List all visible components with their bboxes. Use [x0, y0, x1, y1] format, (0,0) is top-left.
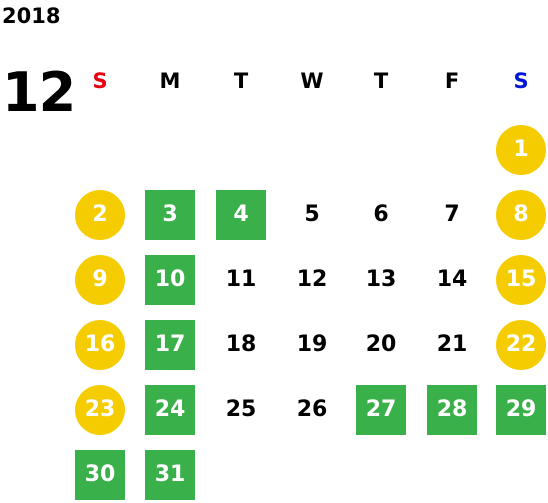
weekday-label-2: T — [233, 69, 249, 93]
calendar-day[interactable]: 28 — [427, 385, 477, 435]
calendar-day[interactable]: 25 — [225, 397, 257, 422]
weekday-label-1: M — [159, 69, 181, 93]
calendar-day[interactable]: 11 — [225, 267, 257, 292]
calendar-day[interactable]: 8 — [496, 190, 546, 240]
calendar-day[interactable]: 30 — [75, 450, 125, 500]
calendar-day[interactable]: 23 — [75, 385, 125, 435]
calendar-day[interactable]: 24 — [145, 385, 195, 435]
calendar-day[interactable]: 14 — [436, 267, 468, 292]
calendar-day[interactable]: 10 — [145, 255, 195, 305]
calendar-day[interactable]: 15 — [496, 255, 546, 305]
calendar-day[interactable]: 12 — [296, 267, 328, 292]
calendar-day[interactable]: 20 — [365, 332, 397, 357]
calendar-day[interactable]: 22 — [496, 320, 546, 370]
calendar-day[interactable]: 17 — [145, 320, 195, 370]
calendar-day[interactable]: 9 — [75, 255, 125, 305]
calendar-day[interactable]: 16 — [75, 320, 125, 370]
calendar-year: 2018 — [2, 4, 61, 28]
calendar-day[interactable]: 19 — [296, 332, 328, 357]
calendar-month: 12 — [2, 61, 76, 124]
weekday-label-6: S — [513, 69, 529, 93]
weekday-label-5: F — [444, 69, 460, 93]
calendar-day[interactable]: 18 — [225, 332, 257, 357]
calendar-day[interactable]: 13 — [365, 267, 397, 292]
weekday-label-3: W — [300, 69, 324, 93]
calendar-day[interactable]: 31 — [145, 450, 195, 500]
calendar-day[interactable]: 27 — [356, 385, 406, 435]
calendar-day[interactable]: 6 — [373, 202, 389, 227]
calendar-day[interactable]: 3 — [145, 190, 195, 240]
calendar-day[interactable]: 4 — [216, 190, 266, 240]
calendar-day[interactable]: 26 — [296, 397, 328, 422]
weekday-label-4: T — [373, 69, 389, 93]
calendar-day[interactable]: 7 — [444, 202, 460, 227]
calendar-day[interactable]: 2 — [75, 190, 125, 240]
weekday-label-0: S — [92, 69, 108, 93]
calendar-day[interactable]: 1 — [496, 125, 546, 175]
calendar-day[interactable]: 5 — [304, 202, 320, 227]
calendar-day[interactable]: 21 — [436, 332, 468, 357]
calendar-day[interactable]: 29 — [496, 385, 546, 435]
